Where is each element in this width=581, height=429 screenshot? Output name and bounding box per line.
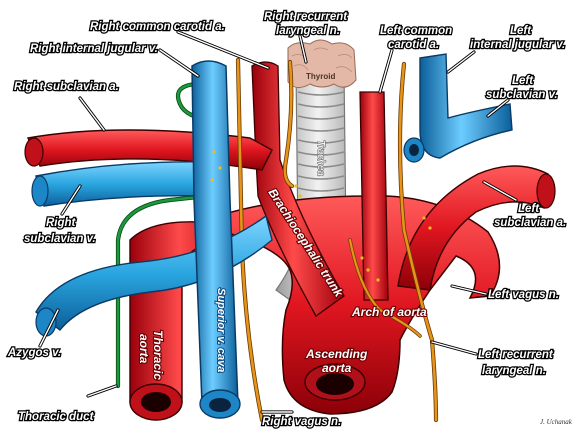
- label-ascending-aorta-1: Ascending: [305, 347, 368, 361]
- label-right-vagus: Right vagus n.: [262, 416, 341, 428]
- label-right-internal-jugular: Right internal jugular v.: [30, 43, 158, 55]
- label-right-subclavian-vein-1: Right: [46, 217, 77, 229]
- label-thoracic-aorta-2: aorta: [137, 334, 151, 364]
- label-ascending-aorta-2: aorta: [322, 361, 352, 375]
- label-trachea: Trachea: [315, 140, 326, 176]
- label-left-subclavian-vein-1: Left: [512, 75, 534, 87]
- label-right-subclavian-vein-2: subclavian v.: [24, 233, 96, 245]
- label-right-recurrent-2: laryngeal n.: [276, 25, 340, 37]
- label-superior-vena-cava: Superior v. cava: [215, 288, 227, 372]
- label-azygos: Azygos v.: [7, 347, 61, 359]
- left-common-carotid-artery: [360, 92, 388, 300]
- label-left-common-carotid-1: Left common: [380, 25, 452, 37]
- artist-signature: J. Uchanak: [540, 418, 573, 426]
- label-thoracic-aorta-1: Thoracic: [151, 330, 165, 380]
- label-left-subclavian-vein-2: subclavian v.: [486, 89, 558, 101]
- label-left-subclavian-artery-1: Left: [518, 203, 540, 215]
- label-left-internal-jugular-2: internal jugular v.: [470, 39, 565, 51]
- label-arch-of-aorta: Arch of aorta: [351, 305, 427, 319]
- label-right-recurrent-1: Right recurrent: [264, 11, 348, 23]
- label-left-internal-jugular-1: Left: [510, 25, 532, 37]
- label-left-recurrent-1: Left recurrent: [478, 349, 554, 361]
- label-right-common-carotid: Right common carotid a.: [90, 21, 225, 33]
- label-left-recurrent-2: laryngeal n.: [482, 365, 546, 377]
- label-thoracic-duct: Thoracic duct: [18, 411, 95, 423]
- label-left-subclavian-artery-2: subclavian a.: [494, 217, 566, 229]
- label-right-subclavian-artery: Right subclavian a.: [14, 81, 119, 93]
- label-left-common-carotid-2: carotid a.: [388, 39, 439, 51]
- label-thyroid: Thyroid: [306, 72, 335, 81]
- label-left-vagus: Left vagus n.: [488, 289, 559, 301]
